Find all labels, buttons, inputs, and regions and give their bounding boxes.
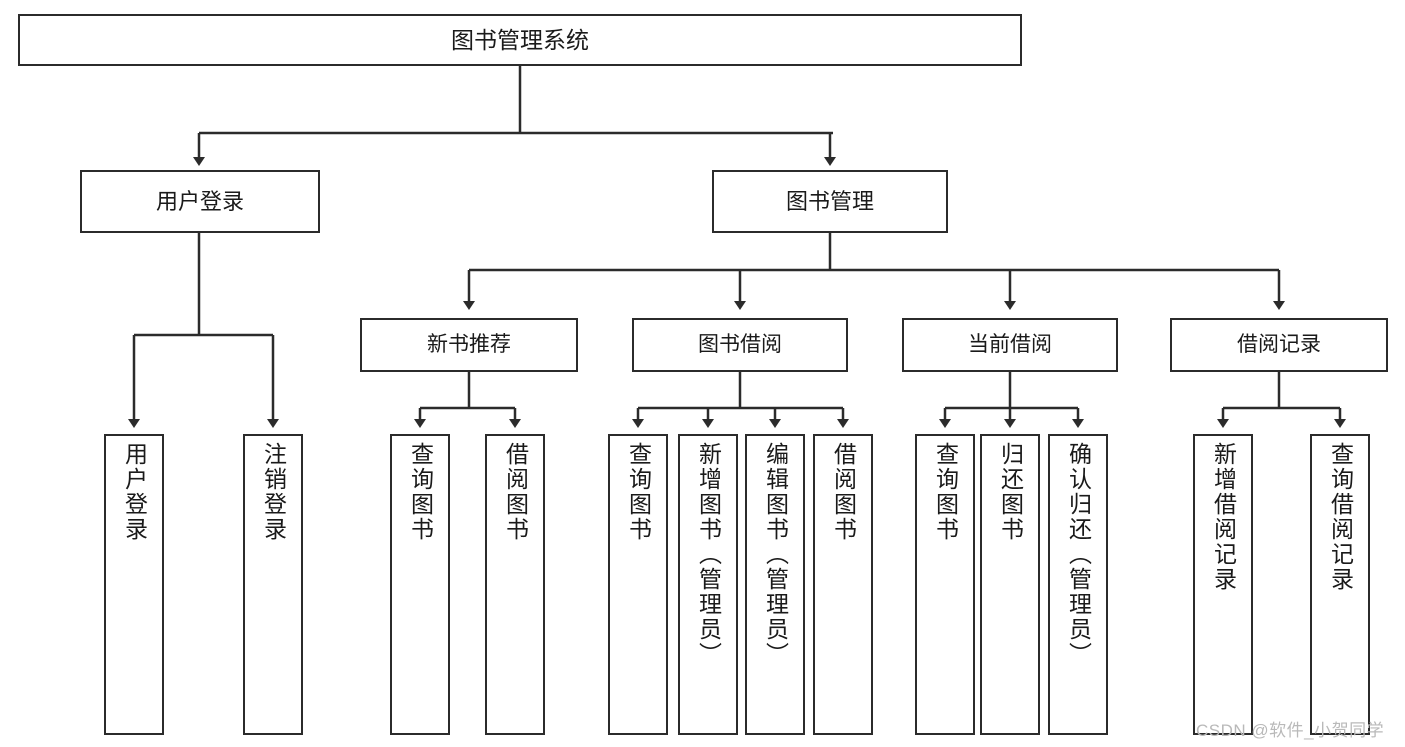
node-borrow-record[interactable]: 借阅记录: [1170, 318, 1388, 372]
leaf-borrow-book-recommend-label: 借阅图书: [502, 442, 529, 542]
node-borrow-record-label: 借阅记录: [1237, 332, 1321, 356]
node-book-management[interactable]: 图书管理: [712, 170, 948, 233]
leaf-add-book-admin-label: 新增图书（管理员）: [695, 442, 722, 667]
leaf-query-book-borrow-label: 查询图书: [625, 442, 652, 542]
node-user-login[interactable]: 用户登录: [80, 170, 320, 233]
node-user-login-label: 用户登录: [155, 188, 244, 214]
node-book-management-label: 图书管理: [785, 188, 874, 214]
csdn-watermark: CSDN @软件_小贺同学: [1196, 721, 1385, 740]
leaf-logout-label: 注销登录: [260, 442, 287, 542]
node-new-book-recommend-label: 新书推荐: [427, 332, 511, 356]
node-book-borrow-label: 图书借阅: [698, 332, 782, 356]
leaf-query-book-borrow[interactable]: 查询图书: [608, 434, 668, 735]
leaf-query-book-current-label: 查询图书: [932, 442, 959, 542]
node-root-label: 图书管理系统: [451, 26, 589, 53]
leaf-confirm-return-admin-label: 确认归还（管理员）: [1065, 442, 1092, 667]
leaf-query-book-current[interactable]: 查询图书: [915, 434, 975, 735]
leaf-borrow-book[interactable]: 借阅图书: [813, 434, 873, 735]
leaf-confirm-return-admin[interactable]: 确认归还（管理员）: [1048, 434, 1108, 735]
leaf-edit-book-admin[interactable]: 编辑图书（管理员）: [745, 434, 805, 735]
leaf-return-book-label: 归还图书: [997, 442, 1024, 542]
node-book-borrow[interactable]: 图书借阅: [632, 318, 848, 372]
leaf-add-borrow-record[interactable]: 新增借阅记录: [1193, 434, 1253, 735]
node-current-borrow-label: 当前借阅: [968, 332, 1052, 356]
leaf-query-book-recommend[interactable]: 查询图书: [390, 434, 450, 735]
node-new-book-recommend[interactable]: 新书推荐: [360, 318, 578, 372]
leaf-add-book-admin[interactable]: 新增图书（管理员）: [678, 434, 738, 735]
leaf-user-login[interactable]: 用户登录: [104, 434, 164, 735]
leaf-logout[interactable]: 注销登录: [243, 434, 303, 735]
leaf-query-borrow-record[interactable]: 查询借阅记录: [1310, 434, 1370, 735]
node-current-borrow[interactable]: 当前借阅: [902, 318, 1118, 372]
leaf-borrow-book-recommend[interactable]: 借阅图书: [485, 434, 545, 735]
leaf-return-book[interactable]: 归还图书: [980, 434, 1040, 735]
leaf-query-book-recommend-label: 查询图书: [407, 442, 434, 542]
leaf-borrow-book-label: 借阅图书: [830, 442, 857, 542]
leaf-user-login-label: 用户登录: [121, 442, 148, 542]
node-root[interactable]: 图书管理系统: [18, 14, 1022, 66]
leaf-add-borrow-record-label: 新增借阅记录: [1210, 442, 1237, 592]
leaf-edit-book-admin-label: 编辑图书（管理员）: [762, 442, 789, 667]
leaf-query-borrow-record-label: 查询借阅记录: [1327, 442, 1354, 592]
